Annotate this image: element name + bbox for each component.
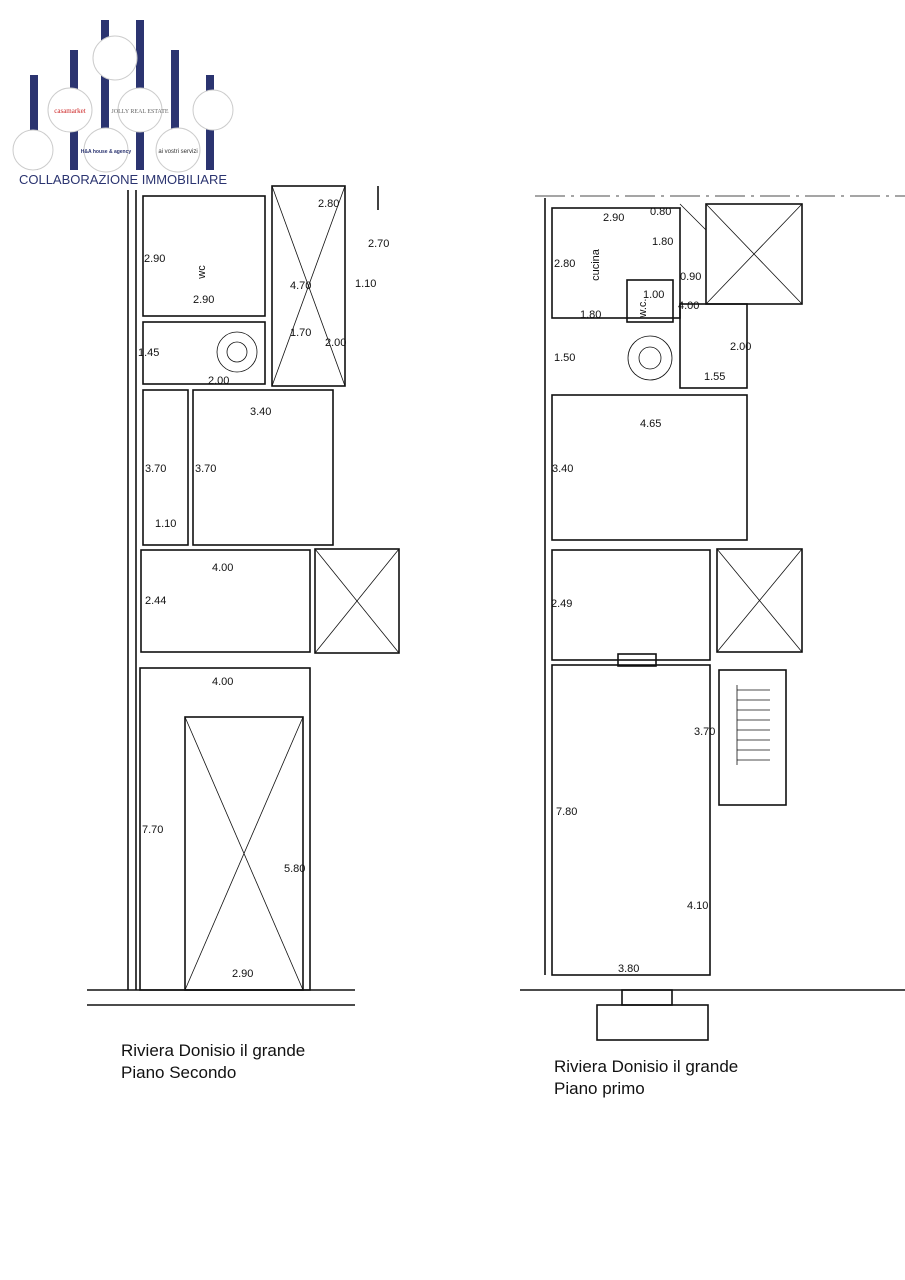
dim-label: 2.90 xyxy=(232,968,253,980)
dim-label: 3.40 xyxy=(552,463,573,475)
dim-label: 3.70 xyxy=(145,463,166,475)
dim-label: 4.00 xyxy=(212,676,233,688)
dim-label: 0.90 xyxy=(680,271,701,283)
left-plan-caption: Riviera Donisio il grande Piano Secondo xyxy=(121,1040,305,1084)
dim-label: 2.49 xyxy=(551,598,572,610)
dim-label: 1.45 xyxy=(138,347,159,359)
right-floor-plan: cucina w.c. 2.90 0.80 1.80 2.80 0.90 1.0… xyxy=(520,195,905,1041)
dim-label: 4.70 xyxy=(290,280,311,292)
logo-agency: H&A house & agency xyxy=(81,149,132,155)
dim-label: 2.80 xyxy=(318,198,339,210)
dim-label: 2.44 xyxy=(145,595,166,607)
dimension-labels: 2.90 0.80 1.80 2.80 0.90 1.00 4.00 1.80 … xyxy=(551,206,751,975)
logo-agency: casamarket xyxy=(54,107,86,115)
room-label-cucina: cucina xyxy=(590,248,602,281)
dim-label: 7.80 xyxy=(556,806,577,818)
dim-label: 1.10 xyxy=(355,278,376,290)
dim-label: 2.90 xyxy=(193,294,214,306)
collaborazione-immobiliare-logo: casamarket JOLLY REAL ESTATE H&A house &… xyxy=(12,20,234,187)
dim-label: 4.00 xyxy=(678,300,699,312)
dim-label: 1.00 xyxy=(643,289,664,301)
dim-label: 1.10 xyxy=(155,518,176,530)
logo-agency: ai vostri servizi xyxy=(158,149,197,155)
dim-label: 3.40 xyxy=(250,406,271,418)
dim-label: 2.70 xyxy=(368,238,389,250)
room-label-wc: wc xyxy=(196,265,208,280)
caption-address: Riviera Donisio il grande xyxy=(121,1041,306,1060)
logo-agency: JOLLY REAL ESTATE xyxy=(111,109,168,115)
caption-floor: Piano Secondo xyxy=(121,1063,237,1082)
dim-label: 1.55 xyxy=(704,371,725,383)
dim-label: 2.00 xyxy=(730,341,751,353)
dim-label: 2.00 xyxy=(208,375,229,387)
dim-label: 4.10 xyxy=(687,900,708,912)
dim-label: 5.80 xyxy=(284,863,305,875)
dim-label: 1.70 xyxy=(290,327,311,339)
dim-label: 1.80 xyxy=(580,309,601,321)
room-label-wc: w.c. xyxy=(637,299,649,319)
dim-label: 2.90 xyxy=(144,253,165,265)
left-floor-plan: wc 2.90 2.90 2.80 4.70 2.70 1.10 1.70 2.… xyxy=(87,185,400,1006)
dim-label: 0.80 xyxy=(650,206,671,218)
logo-title: COLLABORAZIONE IMMOBILIARE xyxy=(19,172,227,187)
dim-label: 1.80 xyxy=(652,236,673,248)
dim-label: 3.70 xyxy=(195,463,216,475)
dim-label: 3.70 xyxy=(694,726,715,738)
dim-label: 4.65 xyxy=(640,418,661,430)
dim-label: 1.50 xyxy=(554,352,575,364)
dim-label: 2.00 xyxy=(325,337,346,349)
dim-label: 3.80 xyxy=(618,963,639,975)
caption-address: Riviera Donisio il grande xyxy=(554,1057,739,1076)
dim-label: 2.90 xyxy=(603,212,624,224)
dim-label: 2.80 xyxy=(554,258,575,270)
dim-label: 7.70 xyxy=(142,824,163,836)
dimension-labels: 2.90 2.90 2.80 4.70 2.70 1.10 1.70 2.00 … xyxy=(138,198,389,980)
caption-floor: Piano primo xyxy=(554,1079,645,1098)
dim-label: 4.00 xyxy=(212,562,233,574)
right-plan-caption: Riviera Donisio il grande Piano primo xyxy=(554,1056,738,1100)
